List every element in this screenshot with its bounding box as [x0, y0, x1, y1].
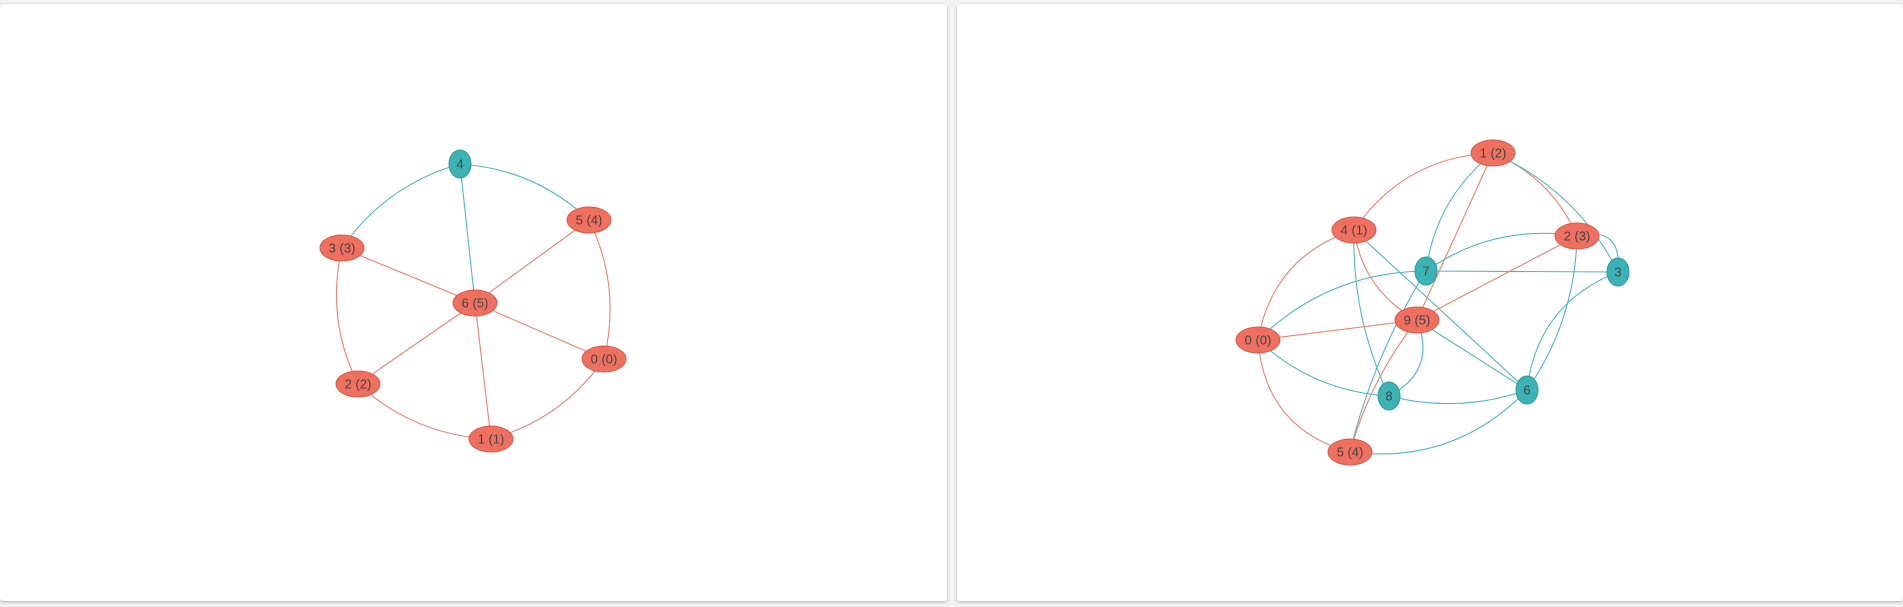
node-m6[interactable]: 6	[1515, 375, 1539, 405]
edge-n0-n5[interactable]	[588, 219, 611, 360]
node-n6[interactable]: 6 (5)	[452, 289, 498, 317]
edge-m5-m6[interactable]	[1349, 389, 1528, 455]
nodes-layer: 4 5 (4) 3 (3) 6 (5) 0 (0) 2 (2) 1 (1)	[319, 149, 627, 453]
edge-m1-m2[interactable]	[1492, 152, 1578, 237]
edge-n2-n1[interactable]	[357, 383, 492, 440]
edge-n6-n0[interactable]	[474, 302, 605, 360]
node-shape	[566, 206, 612, 234]
node-label: 0 (0)	[1245, 333, 1272, 348]
edge-m4-m1[interactable]	[1353, 152, 1494, 231]
graph-canvas-right[interactable]: 1 (2) 4 (1) 2 (3) 7 3 9 (5) 0 (0) 8 6 5 (4)	[957, 4, 1903, 601]
edges-layer	[1257, 152, 1619, 455]
edge-n4-n3[interactable]	[341, 163, 461, 249]
node-shape	[1606, 257, 1630, 287]
node-n2[interactable]: 2 (2)	[335, 370, 381, 398]
node-label: 4 (1)	[1341, 223, 1368, 238]
node-m1[interactable]: 1 (2)	[1470, 139, 1516, 167]
graph-canvas-left[interactable]: 4 5 (4) 3 (3) 6 (5) 0 (0) 2 (2) 1 (1)	[0, 4, 947, 601]
edge-m1-m9[interactable]	[1416, 152, 1494, 321]
edge-m0-m5[interactable]	[1257, 339, 1351, 453]
node-m5[interactable]: 5 (4)	[1327, 438, 1373, 466]
edge-m7-m0[interactable]	[1257, 270, 1427, 341]
node-shape	[1515, 375, 1539, 405]
edge-m2-m9[interactable]	[1416, 235, 1578, 321]
node-label: 6	[1523, 383, 1530, 398]
edge-m7-m3[interactable]	[1425, 270, 1619, 273]
node-shape	[1235, 326, 1281, 354]
node-shape	[452, 289, 498, 317]
node-m0[interactable]: 0 (0)	[1235, 326, 1281, 354]
node-m7[interactable]: 7	[1414, 256, 1438, 286]
node-n3[interactable]: 3 (3)	[319, 234, 365, 262]
edge-m1-m3[interactable]	[1492, 152, 1619, 273]
node-label: 7	[1422, 264, 1429, 279]
node-label: 3	[1614, 265, 1621, 280]
edge-m0-m8[interactable]	[1257, 339, 1390, 397]
graph-panel-left: 4 5 (4) 3 (3) 6 (5) 0 (0) 2 (2) 1 (1)	[0, 4, 947, 601]
edge-n1-n0[interactable]	[490, 358, 605, 440]
node-label: 6 (5)	[462, 296, 489, 311]
edge-m7-m2[interactable]	[1425, 232, 1578, 272]
node-shape	[1470, 139, 1516, 167]
edge-m7-m5[interactable]	[1349, 270, 1427, 453]
edge-m9-m5[interactable]	[1349, 319, 1418, 453]
edge-m1-m7[interactable]	[1425, 152, 1494, 272]
node-m9[interactable]: 9 (5)	[1394, 306, 1440, 334]
node-n5[interactable]: 5 (4)	[566, 206, 612, 234]
node-shape	[335, 370, 381, 398]
node-shape	[319, 234, 365, 262]
node-n4[interactable]: 4	[448, 149, 472, 179]
node-shape	[468, 425, 514, 453]
edge-m9-m6[interactable]	[1416, 319, 1528, 391]
node-n0[interactable]: 0 (0)	[581, 345, 627, 373]
node-label: 3 (3)	[329, 241, 356, 256]
node-shape	[1331, 216, 1377, 244]
edge-m4-m8[interactable]	[1353, 229, 1390, 397]
edge-n3-n2[interactable]	[335, 247, 359, 385]
edge-n4-n6[interactable]	[459, 163, 476, 304]
edge-m4-m6[interactable]	[1353, 229, 1528, 391]
edge-m8-m6[interactable]	[1388, 389, 1528, 405]
node-m2[interactable]: 2 (3)	[1554, 222, 1600, 250]
node-label: 8	[1385, 389, 1392, 404]
node-shape	[581, 345, 627, 373]
node-shape	[1327, 438, 1373, 466]
node-n1[interactable]: 1 (1)	[468, 425, 514, 453]
node-label: 2 (3)	[1564, 229, 1591, 244]
edge-m4-m0[interactable]	[1257, 229, 1355, 341]
edge-m6-m3[interactable]	[1526, 271, 1619, 391]
node-shape	[448, 149, 472, 179]
graph-panel-right: 1 (2) 4 (1) 2 (3) 7 3 9 (5) 0 (0) 8 6 5 (4)	[957, 4, 1903, 601]
edge-m2-m6[interactable]	[1526, 235, 1578, 391]
edge-n6-n1[interactable]	[474, 302, 492, 440]
node-label: 9 (5)	[1404, 313, 1431, 328]
node-label: 1 (2)	[1480, 146, 1507, 161]
node-m3[interactable]: 3	[1606, 257, 1630, 287]
node-shape	[1414, 256, 1438, 286]
node-label: 5 (4)	[1337, 445, 1364, 460]
nodes-layer: 1 (2) 4 (1) 2 (3) 7 3 9 (5) 0 (0) 8 6 5 (4)	[1235, 139, 1630, 466]
node-label: 2 (2)	[345, 377, 372, 392]
node-shape	[1377, 381, 1401, 411]
edge-n3-n6[interactable]	[341, 247, 476, 304]
node-label: 4	[456, 157, 463, 172]
node-shape	[1554, 222, 1600, 250]
node-m4[interactable]: 4 (1)	[1331, 216, 1377, 244]
node-m8[interactable]: 8	[1377, 381, 1401, 411]
node-label: 1 (1)	[478, 432, 505, 447]
edge-n6-n2[interactable]	[357, 302, 476, 385]
edge-n4-n5[interactable]	[459, 163, 590, 221]
node-label: 5 (4)	[576, 213, 603, 228]
node-shape	[1394, 306, 1440, 334]
node-label: 0 (0)	[591, 352, 618, 367]
edge-n5-n6[interactable]	[474, 219, 590, 304]
